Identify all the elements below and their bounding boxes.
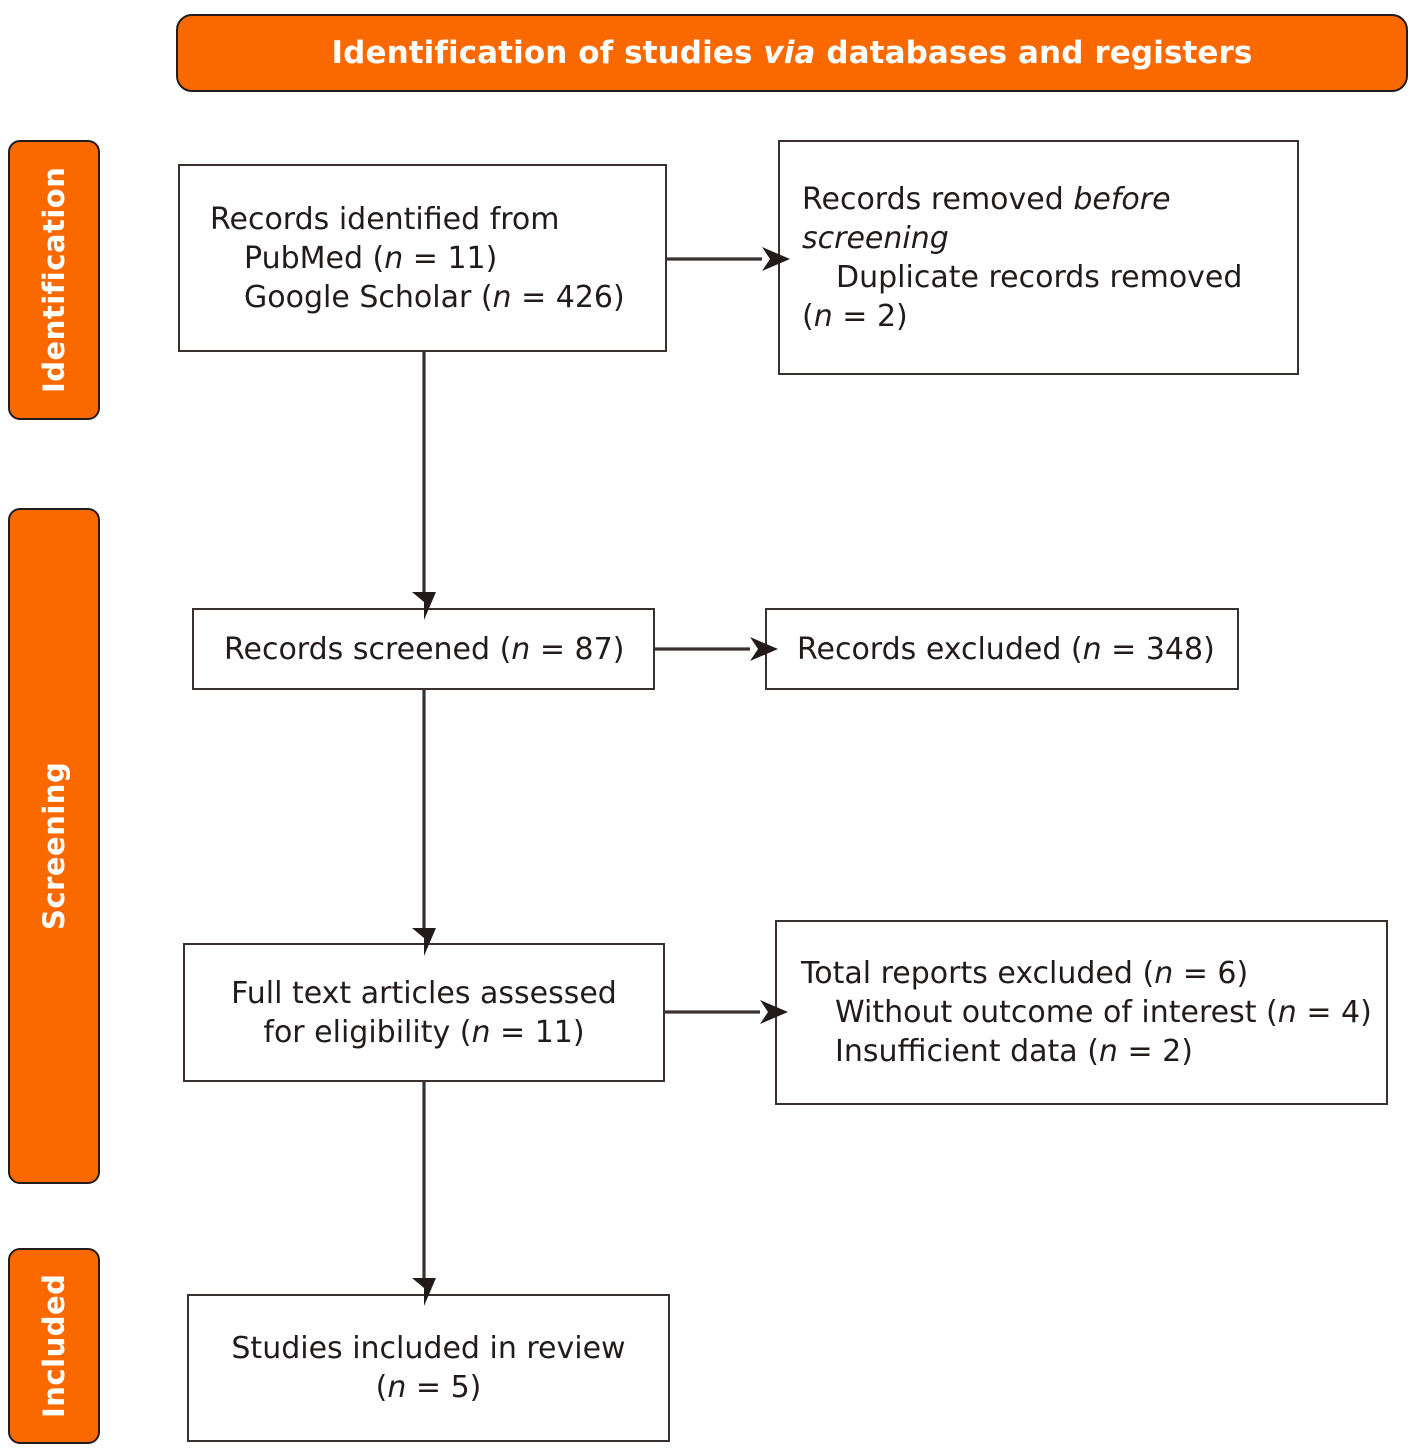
node-records-removed-before-screening: Records removed before screening Duplica… (778, 140, 1299, 375)
stage-label-identification-text: Identification (37, 166, 71, 394)
arrow-screened-to-fulltext (412, 690, 436, 956)
arrow-fulltext-to-reports-excluded (665, 1000, 788, 1024)
node-records-identified: Records identified from PubMed (n = 11) … (178, 164, 667, 352)
stage-label-included: Included (8, 1248, 100, 1444)
records-removed-line-duplicates: Duplicate records removed (836, 259, 1243, 295)
fulltext-line-1: Full text articles assessed (231, 975, 617, 1011)
node-records-screened: Records screened (n = 87) (192, 608, 655, 690)
reports-excluded-line-no-outcome: Without outcome of interest (n = 4) (835, 995, 1372, 1030)
node-studies-included: Studies included in review (n = 5) (187, 1294, 670, 1442)
records-identified-line-scholar: Google Scholar (n = 426) (244, 279, 625, 315)
stage-label-included-text: Included (37, 1273, 71, 1419)
studies-included-line-1: Studies included in review (231, 1331, 626, 1366)
stage-label-identification: Identification (8, 140, 100, 420)
records-removed-line-1: Records removed before screening (802, 181, 1171, 256)
diagram-title-banner: Identification of studies via databases … (176, 14, 1408, 92)
records-identified-line-pubmed: PubMed (n = 11) (244, 240, 498, 276)
arrow-screened-to-excluded (655, 637, 778, 661)
stage-label-screening: Screening (8, 508, 100, 1184)
records-identified-line-1: Records identified from (210, 201, 560, 237)
arrow-fulltext-to-included (412, 1082, 436, 1306)
studies-included-line-2: (n = 5) (375, 1370, 482, 1405)
title-italic-via: via (763, 35, 816, 71)
arrow-identified-to-screened (412, 352, 436, 620)
records-removed-line-count: (n = 2) (802, 298, 908, 334)
diagram-title-text: Identification of studies via databases … (331, 35, 1253, 71)
records-screened-line-1: Records screened (n = 87) (224, 631, 625, 667)
fulltext-line-2: for eligibility (n = 11) (263, 1014, 585, 1050)
node-records-excluded: Records excluded (n = 348) (765, 608, 1239, 690)
node-total-reports-excluded: Total reports excluded (n = 6) Without o… (775, 920, 1388, 1105)
stage-label-screening-text: Screening (37, 761, 71, 931)
reports-excluded-line-total: Total reports excluded (n = 6) (801, 956, 1249, 991)
node-fulltext-assessed: Full text articles assessed for eligibil… (183, 943, 665, 1082)
records-excluded-line-1: Records excluded (n = 348) (797, 631, 1215, 667)
arrow-identified-to-removed (667, 247, 790, 271)
reports-excluded-line-insufficient: Insufficient data (n = 2) (835, 1034, 1193, 1069)
